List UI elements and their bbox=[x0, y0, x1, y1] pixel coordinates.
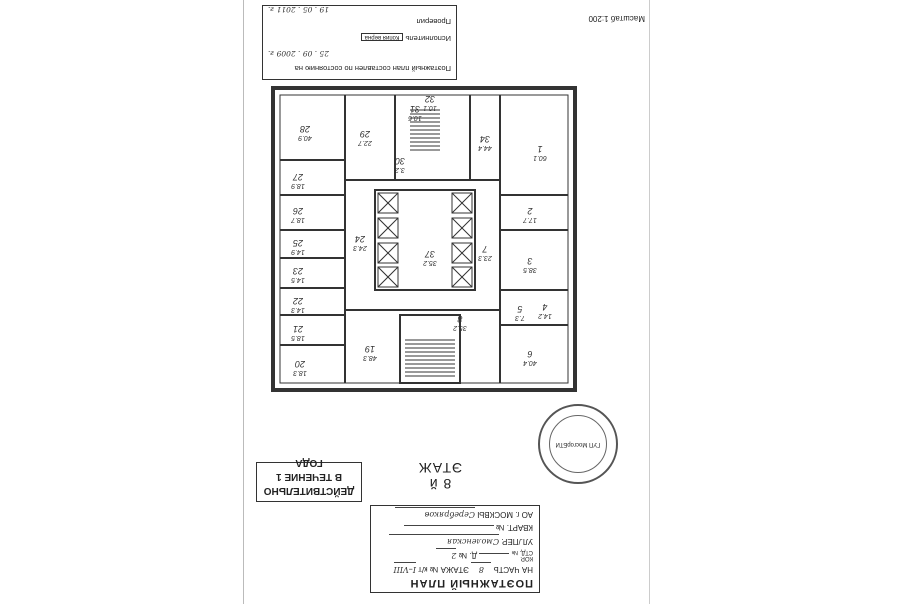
room-label: 24.3 bbox=[353, 244, 368, 251]
room-label: 1 bbox=[537, 144, 542, 154]
room-label: 4 bbox=[542, 302, 547, 312]
room-label: 14.5 bbox=[291, 276, 305, 283]
room-label: 14.2 bbox=[538, 312, 552, 319]
room-label: 29 bbox=[360, 129, 371, 139]
floor-value: 8 bbox=[471, 562, 492, 576]
room-label: 44.4 bbox=[478, 144, 492, 151]
room-label: 7 bbox=[482, 244, 488, 254]
room-label: 30 bbox=[395, 156, 405, 166]
scale-label: Масштаб 1:200 bbox=[588, 14, 645, 23]
room-label: 38.5 bbox=[523, 266, 537, 273]
room-label: 3 bbox=[527, 256, 532, 266]
room-label: 17.7 bbox=[522, 216, 537, 223]
room-label: 18.5 bbox=[291, 334, 305, 341]
outer-wall bbox=[271, 86, 577, 392]
room-label: 23.3 bbox=[478, 254, 493, 261]
room-label: 18.3 bbox=[293, 369, 307, 376]
room-label: 22.7 bbox=[357, 139, 373, 146]
status-date-1: 25 . 09 . 2009 г. bbox=[268, 49, 330, 58]
room-label: 14.3 bbox=[291, 306, 305, 313]
part-label: НА ЧАСТЬ bbox=[493, 565, 533, 574]
room-label: 18.9 bbox=[291, 182, 305, 189]
room-label: 48.3 bbox=[363, 354, 377, 361]
status-caption: Поэтажный план составлен по состоянию на bbox=[294, 64, 451, 73]
room-label: 7.3 bbox=[515, 314, 525, 321]
room-label: 23 bbox=[293, 266, 304, 276]
room-label: 10.6 bbox=[408, 114, 422, 121]
room-label: 22 bbox=[293, 296, 304, 306]
room-label: 19 bbox=[365, 344, 375, 354]
room-label: 14.9 bbox=[291, 248, 305, 255]
room-label: 5 bbox=[517, 304, 523, 314]
copy-stamp: Копия верна bbox=[360, 33, 404, 41]
street-value: Смоленская bbox=[389, 534, 500, 548]
room-label: 24 bbox=[355, 234, 366, 244]
stamp-text: ГУП МосгорБТИ bbox=[549, 415, 607, 473]
room-label: № к/т bbox=[418, 565, 439, 574]
room-value: I–VIII bbox=[393, 562, 416, 576]
executor-label: Исполнитель bbox=[405, 34, 451, 43]
house-value: 2 bbox=[436, 548, 457, 562]
room-label: 28 bbox=[300, 124, 311, 134]
street-label: УЛ./ПЕР. bbox=[501, 537, 533, 546]
room-label: 8 bbox=[457, 314, 462, 324]
kor-label: КОР. bbox=[520, 555, 533, 562]
status-block: Поэтажный план составлен по состоянию на… bbox=[262, 5, 457, 80]
official-stamp: ГУП МосгорБТИ bbox=[538, 404, 618, 484]
room-label: 25 bbox=[292, 238, 304, 248]
room-label: 3.2 bbox=[395, 166, 405, 173]
room-label: 35.2 bbox=[423, 259, 437, 266]
validity-note: ДЕЙСТВИТЕЛЬНО В ТЕЧЕНИЕ 1 ГОДА bbox=[256, 457, 362, 502]
title: ПОЭТАЖНЫЙ ПЛАН bbox=[409, 577, 533, 589]
document-sheet bbox=[243, 0, 650, 604]
room-label: 60.1 bbox=[533, 154, 547, 161]
room-label: 32 bbox=[425, 94, 435, 104]
house-label: Д. № bbox=[458, 551, 478, 560]
room-label: 35.2 bbox=[453, 324, 467, 331]
room-label: 10.1 bbox=[423, 104, 437, 111]
room-label: 2 bbox=[527, 206, 533, 216]
room-label: 31 bbox=[410, 104, 420, 114]
checker-label: Проверил bbox=[416, 17, 451, 26]
std-label: СТД. № bbox=[511, 549, 533, 556]
room-label: 21 bbox=[293, 324, 304, 334]
title-block: ПОЭТАЖНЫЙ ПЛАН НА ЧАСТЬ 8 ЭТАЖА № к/т I–… bbox=[370, 505, 540, 593]
room-label: 18.7 bbox=[290, 216, 305, 223]
kvart-label: КВАРТ. № bbox=[495, 523, 533, 532]
room-label: 26 bbox=[293, 206, 304, 216]
room-label: 40.4 bbox=[523, 359, 537, 366]
room-label: 34 bbox=[480, 134, 490, 144]
room-label: 40.9 bbox=[298, 134, 312, 141]
ao-label: АО г. МОСКВЫ bbox=[477, 510, 533, 519]
room-label: 6 bbox=[527, 349, 532, 359]
floor-label: ЭТАЖА bbox=[440, 565, 470, 574]
status-date-2: 19 . 05 . 2011 г. bbox=[268, 5, 330, 14]
room-label: 20 bbox=[295, 359, 306, 369]
floor-heading: 8 й ЭТАЖ bbox=[417, 460, 463, 492]
ao-signature: Серебряков bbox=[395, 507, 476, 521]
room-label: 27 bbox=[292, 172, 304, 182]
room-label: 37 bbox=[424, 249, 435, 259]
